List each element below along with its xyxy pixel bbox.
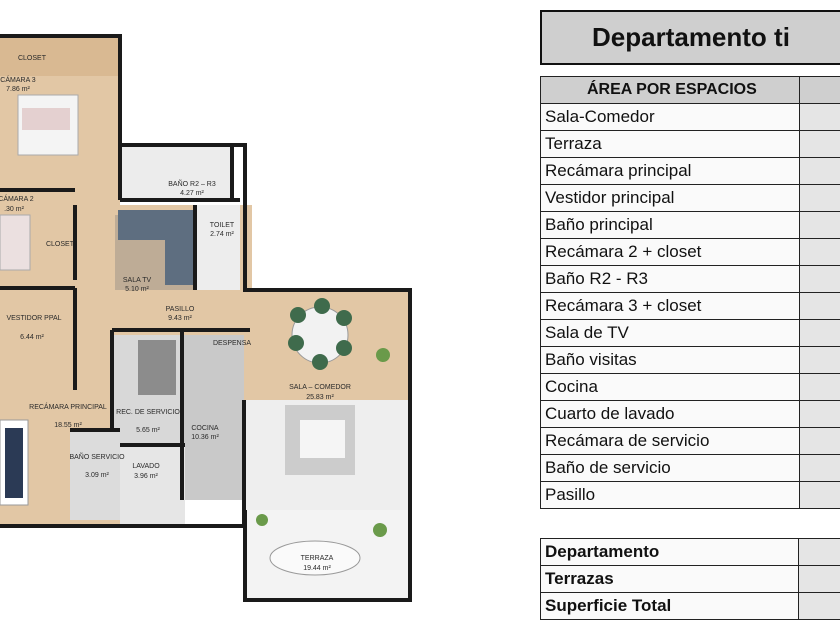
- room-name: CLOSET: [18, 55, 47, 62]
- space-name: Cocina: [540, 373, 800, 401]
- space-value: [798, 265, 840, 293]
- room-area: 5.10 m²: [125, 286, 149, 293]
- totals-table: Departamento Terrazas Superficie Total: [539, 538, 840, 620]
- total-name: Departamento: [539, 538, 800, 566]
- space-name: Sala-Comedor: [540, 103, 800, 131]
- room-name: REC. DE SERVICIO: [116, 409, 180, 416]
- room-name: PASILLO: [166, 306, 195, 313]
- space-name: Recámara 3 + closet: [540, 292, 800, 320]
- total-name: Terrazas: [539, 565, 800, 593]
- space-name: Vestidor principal: [540, 184, 800, 212]
- room-area: 6.44 m²: [20, 334, 44, 341]
- space-value: [798, 346, 840, 374]
- total-value: [798, 592, 840, 620]
- totals-row: Superficie Total: [539, 592, 840, 620]
- space-name: Sala de TV: [540, 319, 800, 347]
- room-name: VESTIDOR PPAL: [6, 315, 61, 322]
- space-name: Recámara de servicio: [540, 427, 800, 455]
- room-area: .30 m²: [4, 206, 25, 213]
- space-value: [798, 454, 840, 482]
- room-name: SALA TV: [123, 277, 152, 284]
- walls: [0, 34, 412, 602]
- room-labels: CLOSET CÁMARA 3 7.86 m² BAÑO R2 – R3 4.2…: [0, 55, 351, 572]
- room-area: 4.27 m²: [180, 190, 204, 197]
- total-value: [798, 538, 840, 566]
- area-table: ÁREA POR ESPACIOS Sala-Comedor Terraza R…: [540, 76, 840, 509]
- room-name: BAÑO SERVICIO: [69, 452, 125, 461]
- table-row: Baño de servicio: [540, 454, 840, 482]
- room-area: 2.74 m²: [210, 231, 234, 238]
- space-value: [798, 400, 840, 428]
- table-row: Recámara 3 + closet: [540, 292, 840, 320]
- space-value: [798, 130, 840, 158]
- table-row: Sala de TV: [540, 319, 840, 347]
- room-name: SALA – COMEDOR: [289, 384, 351, 391]
- space-value: [798, 373, 840, 401]
- room-area: 3.96 m²: [134, 473, 158, 480]
- space-value: [798, 211, 840, 239]
- room-area: 9.43 m²: [168, 315, 192, 322]
- table-row: Terraza: [540, 130, 840, 158]
- space-value: [798, 238, 840, 266]
- space-name: Cuarto de lavado: [540, 400, 800, 428]
- total-value: [798, 565, 840, 593]
- space-value: [798, 481, 840, 509]
- table-header-value: [798, 76, 840, 104]
- room-name: RECÁMARA PRINCIPAL: [29, 402, 107, 411]
- room-name: CLOSET: [46, 241, 75, 248]
- table-row: Recámara 2 + closet: [540, 238, 840, 266]
- space-value: [798, 103, 840, 131]
- table-row: Pasillo: [540, 481, 840, 509]
- room-area: 7.86 m²: [6, 86, 30, 93]
- room-name: COCINA: [191, 425, 219, 432]
- room-area: 10.36 m²: [191, 434, 219, 441]
- table-header: ÁREA POR ESPACIOS: [540, 76, 800, 104]
- space-name: Terraza: [540, 130, 800, 158]
- space-name: Recámara principal: [540, 157, 800, 185]
- space-name: Baño visitas: [540, 346, 800, 374]
- table-row: Baño R2 - R3: [540, 265, 840, 293]
- space-name: Baño de servicio: [540, 454, 800, 482]
- room-name: CÁMARA 2: [0, 194, 34, 203]
- table-row: Cocina: [540, 373, 840, 401]
- page-title: Departamento ti: [540, 10, 840, 65]
- room-area: 3.09 m²: [85, 472, 109, 479]
- space-value: [798, 157, 840, 185]
- table-row: Recámara de servicio: [540, 427, 840, 455]
- table-row: Sala-Comedor: [540, 103, 840, 131]
- space-name: Baño principal: [540, 211, 800, 239]
- space-value: [798, 427, 840, 455]
- table-row: Recámara principal: [540, 157, 840, 185]
- space-value: [798, 319, 840, 347]
- space-value: [798, 184, 840, 212]
- room-name: BAÑO R2 – R3: [168, 179, 216, 188]
- room-area: 5.65 m²: [136, 427, 160, 434]
- room-area: 18.55 m²: [54, 422, 82, 429]
- room-name: TOILET: [210, 222, 235, 229]
- table-row: Baño principal: [540, 211, 840, 239]
- total-name: Superficie Total: [539, 592, 800, 620]
- table-row: Vestidor principal: [540, 184, 840, 212]
- totals-row: Terrazas: [539, 565, 840, 593]
- room-name: TERRAZA: [301, 555, 334, 562]
- room-area: 19.44 m²: [303, 565, 331, 572]
- room-name: CÁMARA 3: [0, 75, 36, 84]
- floor-plan: CLOSET CÁMARA 3 7.86 m² BAÑO R2 – R3 4.2…: [0, 34, 412, 602]
- table-header-row: ÁREA POR ESPACIOS: [540, 76, 840, 104]
- space-value: [798, 292, 840, 320]
- totals-row: Departamento: [539, 538, 840, 566]
- space-name: Pasillo: [540, 481, 800, 509]
- room-area: 25.83 m²: [306, 394, 334, 401]
- furniture: [0, 94, 390, 576]
- room-name: DESPENSA: [213, 340, 251, 347]
- table-row: Baño visitas: [540, 346, 840, 374]
- room-name: LAVADO: [132, 463, 160, 470]
- table-row: Cuarto de lavado: [540, 400, 840, 428]
- space-name: Recámara 2 + closet: [540, 238, 800, 266]
- space-name: Baño R2 - R3: [540, 265, 800, 293]
